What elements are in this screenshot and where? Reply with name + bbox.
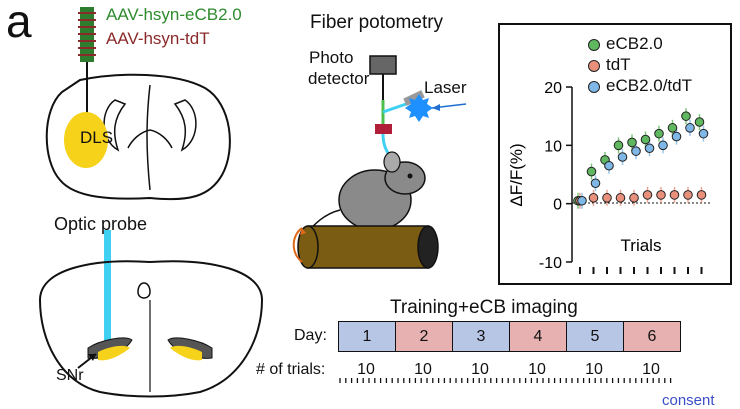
virus-ecb-label: AAV-hsyn-eCB2.0 [106, 5, 242, 24]
trial-count-day-3: 10 [471, 361, 489, 378]
snr-label: SNr [56, 367, 84, 384]
coronal-section-striatum [45, 73, 231, 201]
trial-count-day-4: 10 [528, 361, 546, 378]
trial-ticks [339, 378, 672, 383]
protocol-title: Training+eCB imaging [390, 297, 578, 318]
legend-label-tdt: tdT [606, 55, 631, 74]
setup-illustration [292, 55, 467, 269]
snr-right [170, 345, 202, 361]
dichroic-mirror [403, 90, 425, 106]
trials-label: # of trials: [256, 361, 326, 378]
day-box-1: 1 [338, 321, 396, 352]
point-2-5 [644, 143, 655, 154]
point-0-5 [640, 134, 651, 145]
point-2-1 [590, 178, 601, 189]
running-log [307, 225, 429, 269]
point-1-4 [629, 193, 639, 203]
day-box-4: 4 [509, 321, 567, 352]
point-1-9 [696, 190, 707, 200]
legend-label-ratio: eCB2.0/tdT [606, 76, 692, 95]
detector-label-line2: detector [308, 69, 370, 88]
trial-count-day-1: 10 [357, 361, 375, 378]
day-box-2: 2 [395, 321, 453, 352]
chart-ylabel: ΔF/F(%) [507, 143, 526, 206]
point-1-1 [588, 193, 599, 203]
point-1-8 [683, 190, 693, 200]
legend-item-tdt: tdT [588, 55, 631, 75]
point-1-3 [615, 193, 626, 203]
trial-count-day-5: 10 [585, 361, 603, 378]
point-0-4 [627, 137, 637, 148]
panel-letter: a [6, 0, 32, 47]
photodetector-icon [369, 55, 397, 75]
detector-label-line1: Photo [309, 48, 354, 67]
point-2-9 [698, 128, 709, 139]
y-ticks: -10 0 10 20 [539, 80, 572, 272]
optic-probe [104, 230, 111, 355]
dls-region [64, 112, 108, 168]
y-tick-label: 20 [544, 80, 562, 97]
point-2-2 [604, 160, 614, 171]
brain-schematic [38, 7, 264, 398]
legend-item-ecb: eCB2.0 [588, 34, 663, 54]
point-2-3 [617, 152, 628, 162]
point-2-4 [631, 146, 641, 156]
dls-label: DLS [80, 128, 114, 147]
day-box-5: 5 [566, 321, 624, 352]
trial-count-day-6: 10 [642, 361, 660, 378]
point-0-6 [654, 128, 664, 139]
point-0-8 [681, 111, 691, 121]
trial-count-day-2: 10 [414, 361, 432, 378]
laser-label: Laser [424, 78, 467, 97]
virus-stripes [78, 12, 96, 56]
data-points [573, 108, 709, 209]
day-box-6: 6 [623, 321, 681, 352]
virus-tdt-label: AAV-hsyn-tdT [106, 29, 210, 48]
point-1-7 [669, 190, 680, 200]
dff-chart: ΔF/F(%) -10 0 10 20 Trials [507, 80, 710, 274]
legend-item-ratio: eCB2.0/tdT [588, 76, 692, 96]
chart-frame [498, 23, 732, 285]
day-label: Day: [294, 327, 327, 344]
point-0-7 [667, 123, 678, 133]
point-2-6 [658, 140, 668, 151]
y-tick-label: -10 [539, 255, 562, 272]
point-2-8 [685, 123, 695, 133]
day-box-3: 3 [452, 321, 510, 352]
coronal-section-midbrain [38, 260, 264, 398]
point-2-0 [577, 195, 587, 206]
point-0-1 [586, 166, 597, 177]
point-1-5 [642, 190, 653, 200]
x-ticks [579, 267, 703, 274]
point-0-9 [694, 117, 705, 127]
point-1-2 [602, 193, 612, 203]
chart-xlabel: Trials [621, 236, 662, 255]
y-tick-label: 10 [544, 138, 562, 155]
point-0-3 [613, 140, 624, 151]
point-1-6 [656, 190, 666, 200]
setup-title: Fiber potometry [310, 12, 444, 33]
snr-left [98, 345, 130, 361]
legend-dot-ecb [588, 38, 600, 51]
legend-label-ecb: eCB2.0 [606, 34, 663, 53]
legend-dot-tdt [588, 59, 600, 72]
consent-link[interactable]: consent [662, 392, 715, 409]
optic-probe-label: Optic probe [54, 214, 148, 234]
legend-dot-ratio [588, 80, 600, 93]
y-tick-label: 0 [553, 197, 562, 214]
point-2-7 [671, 131, 682, 142]
fiber-connector [375, 124, 392, 134]
laser-icon [405, 94, 433, 122]
